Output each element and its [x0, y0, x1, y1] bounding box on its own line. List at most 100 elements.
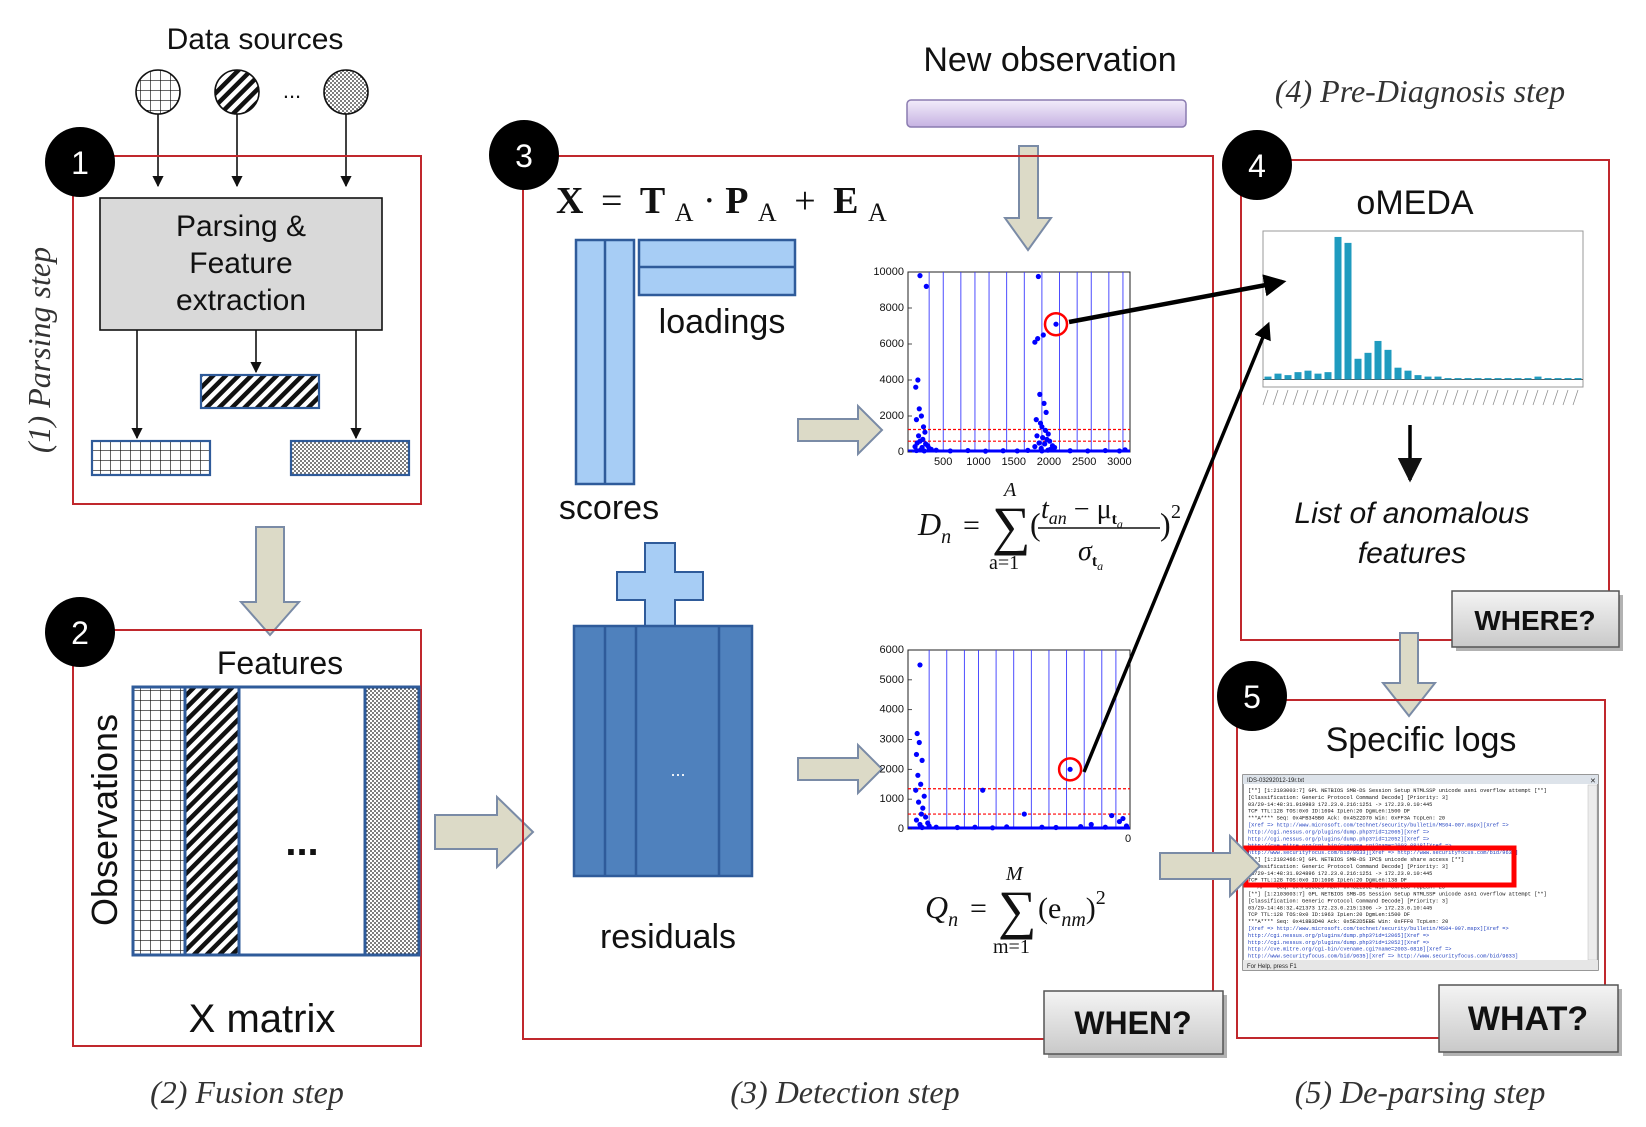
omeda-bar [1544, 378, 1552, 380]
omeda-bar [1314, 373, 1322, 380]
data-point [1043, 409, 1049, 415]
fusion-box [72, 629, 422, 1047]
data-point [913, 417, 920, 423]
log-line: http://cgi.nessus.org/plugins/dump.php3?… [1248, 829, 1429, 835]
log-scrollbar[interactable] [1587, 784, 1598, 961]
badge-5: 5 [1217, 661, 1287, 731]
omeda-x-tick-label [1302, 389, 1309, 406]
omeda-bar [1434, 376, 1442, 380]
x-tick-label: 2000 [1037, 456, 1061, 468]
omeda-x-tick-label [1352, 389, 1359, 406]
data-point [1025, 447, 1031, 453]
log-line: TCP TTL:128 TOS:0x0 ID:1694 IpLen:20 Dgm… [1248, 809, 1410, 815]
badge-1: 1 [45, 127, 115, 197]
q-formula-body: (enm)2 [1038, 887, 1106, 931]
log-close-icon[interactable]: ✕ [1590, 778, 1596, 785]
log-line: http://cgi.nessus.org/plugins/dump.php3?… [1248, 933, 1429, 939]
log-line: [**] [1:2102466:9] GPL NETBIOS SMB-DS IP… [1248, 857, 1464, 863]
y-tick-label: 0 [898, 446, 904, 458]
omeda-x-tick-label [1282, 389, 1289, 406]
omeda-x-tick-label [1402, 389, 1409, 406]
omeda-bar [1394, 367, 1402, 380]
omeda-bar [1554, 378, 1562, 380]
data-point [1085, 448, 1091, 454]
data-point [972, 824, 978, 830]
omeda-x-tick-label [1272, 389, 1279, 406]
data-point [1032, 444, 1038, 450]
when-button[interactable]: WHEN? [1043, 990, 1227, 1058]
log-line: [Xref => http://www.microsoft.com/techne… [1248, 926, 1509, 932]
log-line: [Classification: Generic Protocol Comman… [1248, 864, 1448, 870]
dotted-feature-block [289, 439, 411, 477]
x-tick-label: 1500 [1001, 456, 1025, 468]
data-point [1039, 424, 1045, 430]
y-tick-label: 8000 [880, 302, 904, 314]
data-point [1042, 427, 1049, 433]
anomalous-list-line-2: features [1358, 537, 1466, 570]
x-tick-label: 0 [1125, 833, 1131, 845]
flow-arrow-2-to-3 [434, 794, 535, 870]
omeda-bar [1494, 378, 1502, 380]
omeda-x-tick-label [1442, 389, 1449, 406]
omeda-bar [1364, 352, 1372, 380]
omeda-bar [1334, 236, 1342, 380]
omeda-x-tick-label [1462, 389, 1469, 406]
observations-label: Observations [84, 714, 125, 926]
log-line: http://cgi.nessus.org/plugins/dump.php3?… [1248, 836, 1429, 842]
omeda-bar [1564, 378, 1572, 380]
q-formula-sum: ∑ [998, 880, 1037, 940]
q-formula-sum-top: M [1005, 863, 1024, 885]
residuals-to-chart-arrow [797, 742, 884, 796]
where-button-label: WHERE? [1474, 605, 1595, 636]
data-point [913, 384, 919, 390]
diagonal-source-icon [214, 69, 260, 115]
data-point [913, 751, 920, 758]
y-tick-label: 4000 [880, 374, 904, 386]
x-tick-label: 1000 [966, 456, 990, 468]
data-point [915, 377, 921, 383]
y-tick-label: 5000 [880, 674, 904, 686]
d-formula-sum: ∑ [992, 496, 1031, 556]
omeda-title: oMEDA [1356, 184, 1473, 222]
y-tick-label: 4000 [880, 704, 904, 716]
log-line: [**] [1:2103003:7] GPL NETBIOS SMB-DS Se… [1248, 892, 1547, 898]
omeda-bar [1304, 370, 1312, 380]
x-tick-label: 3000 [1107, 456, 1131, 468]
data-point [1035, 273, 1041, 280]
d-formula-denominator: σta [1078, 536, 1103, 573]
omeda-bar [1504, 378, 1512, 380]
chart-frame [907, 649, 1131, 830]
data-point [921, 448, 927, 454]
y-tick-label: 1000 [880, 793, 904, 805]
data-point [1123, 823, 1130, 829]
prediagnosis-box [1240, 159, 1610, 641]
data-point [915, 799, 922, 805]
scores-label: scores [559, 489, 659, 527]
log-statusbar [1243, 960, 1598, 970]
specific-logs-title: Specific logs [1326, 721, 1517, 759]
badge-3-label: 3 [515, 138, 533, 174]
log-line: ***A**** Seq: 0x418B3D40 Ack: 0x5E2D5EBE… [1248, 919, 1448, 925]
log-line: ***A**** Seq: 0x4FB345B0 Ack: 0x4522D70 … [1248, 816, 1445, 822]
x-matrix-label: X matrix [189, 997, 336, 1041]
omeda-bar [1444, 378, 1452, 380]
parsing-line-2: Feature [189, 247, 292, 280]
grid-feature-block [90, 439, 212, 477]
data-point [1040, 435, 1046, 441]
data-point [1041, 400, 1047, 406]
what-button[interactable]: WHAT? [1438, 984, 1622, 1056]
log-status-text: For Help, press F1 [1247, 964, 1297, 970]
omeda-x-tick-label [1492, 389, 1499, 406]
log-window-frame [1242, 774, 1599, 971]
residuals-block [572, 624, 754, 878]
data-point [1035, 336, 1041, 342]
data-point [1088, 821, 1094, 828]
d-formula-sum-top: A [1002, 479, 1017, 501]
residuals-ellipsis: ... [670, 760, 685, 780]
log-line: ***AP*** Seq: 0x4FB35020 Ack: 0x4522D62 … [1248, 885, 1445, 891]
data-point [918, 811, 924, 817]
omeda-x-tick-label [1552, 389, 1559, 406]
parsing-box [72, 155, 422, 505]
data-point [920, 424, 927, 430]
where-button[interactable]: WHERE? [1451, 590, 1623, 651]
